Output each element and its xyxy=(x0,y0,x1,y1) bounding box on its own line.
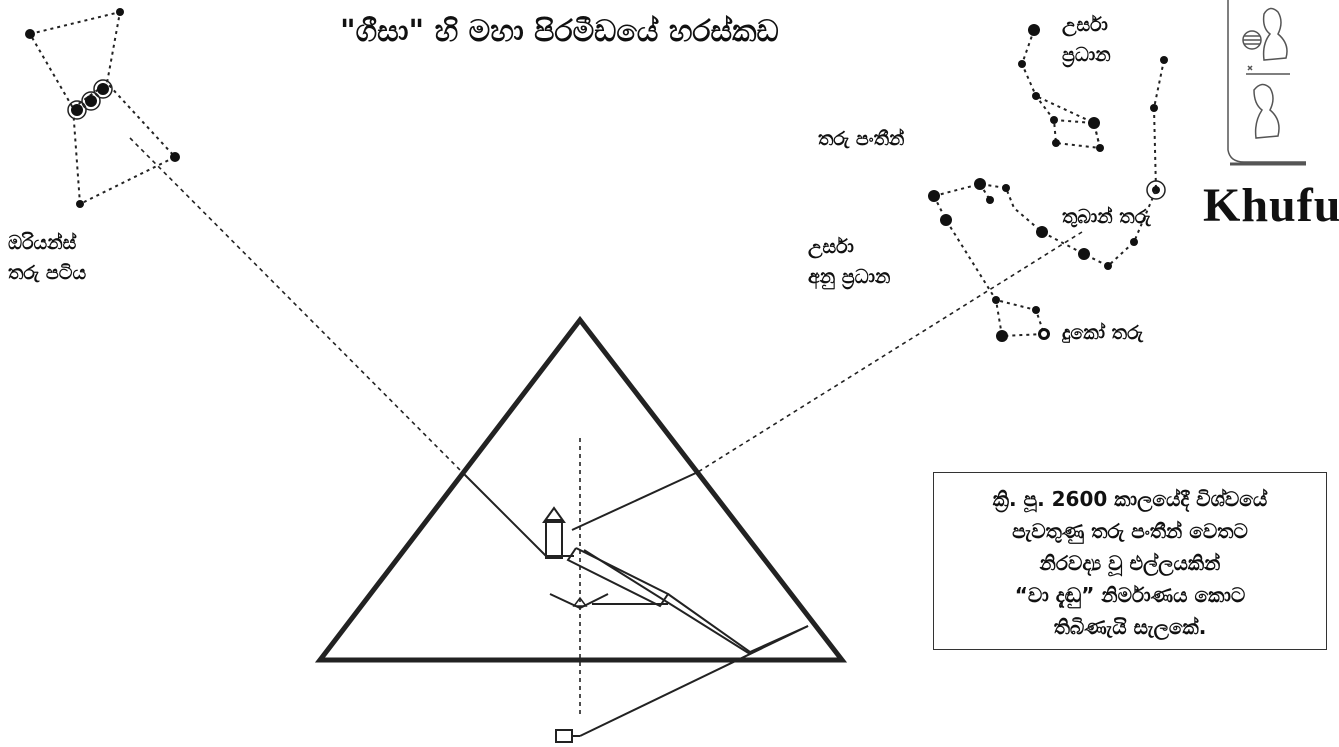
label-line: තරු පටිය xyxy=(8,262,87,284)
ursa-minor-star xyxy=(1078,248,1090,260)
ursa-major-line xyxy=(1152,59,1165,191)
chick-glyph-icon xyxy=(1253,83,1280,139)
ursa-major-star xyxy=(1018,60,1026,68)
pyramid-outline xyxy=(314,315,848,663)
cartouche-frame xyxy=(1227,0,1306,163)
label-line: ඔරියන්ස් xyxy=(8,232,77,254)
ursa-minor-constellation xyxy=(928,178,1157,342)
label-thuban: තුබාන් තරු xyxy=(1062,206,1151,228)
ursa-major-star xyxy=(1032,92,1040,100)
horned-viper-glyph-icon xyxy=(1246,65,1290,75)
orion-star xyxy=(25,29,35,39)
ursa-major-star xyxy=(1050,116,1058,124)
ursa-minor-star xyxy=(1036,226,1048,238)
thuban-star-ring xyxy=(1146,180,1166,200)
ursa-minor-star xyxy=(928,190,940,202)
ursa-minor-line xyxy=(933,182,1157,268)
ursa-major-star xyxy=(1160,56,1168,64)
ursa-minor-star xyxy=(974,178,986,190)
note-line: “වා දැඬු” නිර්මාණය කොට xyxy=(1014,583,1246,607)
thuban-star xyxy=(1152,186,1160,194)
label-ursa-major: උර්සා ප්‍රධාන xyxy=(1062,10,1111,70)
khufu-cartouche xyxy=(1227,0,1306,166)
label-line: ප්‍රධාන xyxy=(1062,44,1111,66)
ursa-minor-star xyxy=(1032,306,1040,314)
king-chamber xyxy=(545,519,563,559)
ursa-major-star xyxy=(1096,144,1104,152)
ursa-major-star xyxy=(1052,139,1060,147)
ursa-minor-star xyxy=(940,214,952,226)
queen-chamber-roof xyxy=(572,596,588,607)
label-line: උර්සා xyxy=(1062,14,1108,36)
label-line: අනු ප්‍රධාන xyxy=(808,266,891,288)
ursa-minor-star xyxy=(1130,238,1138,246)
chick-glyph-icon xyxy=(1262,7,1288,61)
grand-gallery xyxy=(566,547,670,608)
ursa-minor-star xyxy=(986,196,994,204)
label-orion-belt: ඔරියන්ස් තරු පටිය xyxy=(8,228,86,288)
orion-belt-star xyxy=(71,104,83,116)
orion-star xyxy=(116,8,124,16)
orion-line xyxy=(29,10,177,206)
subterranean-shaft xyxy=(579,625,809,737)
queen-chamber xyxy=(549,593,609,610)
label-kochab: දුකෝ තරු xyxy=(1062,322,1143,344)
label-star-rows: තරු පංතීන් xyxy=(818,128,905,150)
orion-star xyxy=(76,200,84,208)
note-line: නිරවද්‍ය වූ එල්ලයකින් xyxy=(1039,551,1221,575)
orion-belt-ring xyxy=(93,79,113,99)
note-line: පැවතුණු තරු පංතීන් වෙතට xyxy=(1012,519,1248,543)
pyramid xyxy=(314,315,848,743)
alignment-lines xyxy=(129,137,1083,718)
ursa-major-line xyxy=(1035,95,1101,149)
lower-passage xyxy=(667,593,809,654)
ursa-major-constellation xyxy=(1018,24,1168,200)
label-line: උර්සා xyxy=(808,236,854,258)
ursa-major-star xyxy=(1088,117,1100,129)
orion-belt-star xyxy=(85,95,97,107)
orion-star xyxy=(170,152,180,162)
ursa-minor-star xyxy=(1002,184,1010,192)
kochab-star xyxy=(996,330,1008,342)
thuban-alignment-line xyxy=(697,231,1083,473)
label-ursa-minor: උර්සා අනු ප්‍රධාන xyxy=(808,232,890,292)
note-line: තිබිණැයි සැලකේ. xyxy=(1053,615,1207,639)
ursa-minor-star xyxy=(1104,262,1112,270)
north-shaft-king xyxy=(571,471,699,531)
subterranean-chamber xyxy=(555,729,573,743)
orion-belt-star xyxy=(97,83,109,95)
kochab-star-ring xyxy=(1041,331,1047,337)
ursa-major-star xyxy=(1150,104,1158,112)
orion-constellation xyxy=(25,8,180,208)
descending-passage xyxy=(583,549,751,655)
orion-alignment-line xyxy=(129,137,463,473)
ursa-major-star xyxy=(1028,24,1040,36)
note-box: ක්‍රි. පූ. 2600 කාලයේදී විශ්වයේ පැවතුණු … xyxy=(933,472,1327,650)
page-title: "ගීසා" හි මහා පිරමීඩයේ හරස්කඩ xyxy=(340,14,779,49)
note-line: ක්‍රි. පූ. 2600 කාලයේදී විශ්වයේ xyxy=(992,487,1268,511)
orion-belt-ring xyxy=(67,100,87,120)
khufu-label: Khufu xyxy=(1203,179,1339,232)
orion-belt-ring xyxy=(81,91,101,111)
ursa-minor-star xyxy=(992,296,1000,304)
relieving-roof xyxy=(542,506,566,523)
